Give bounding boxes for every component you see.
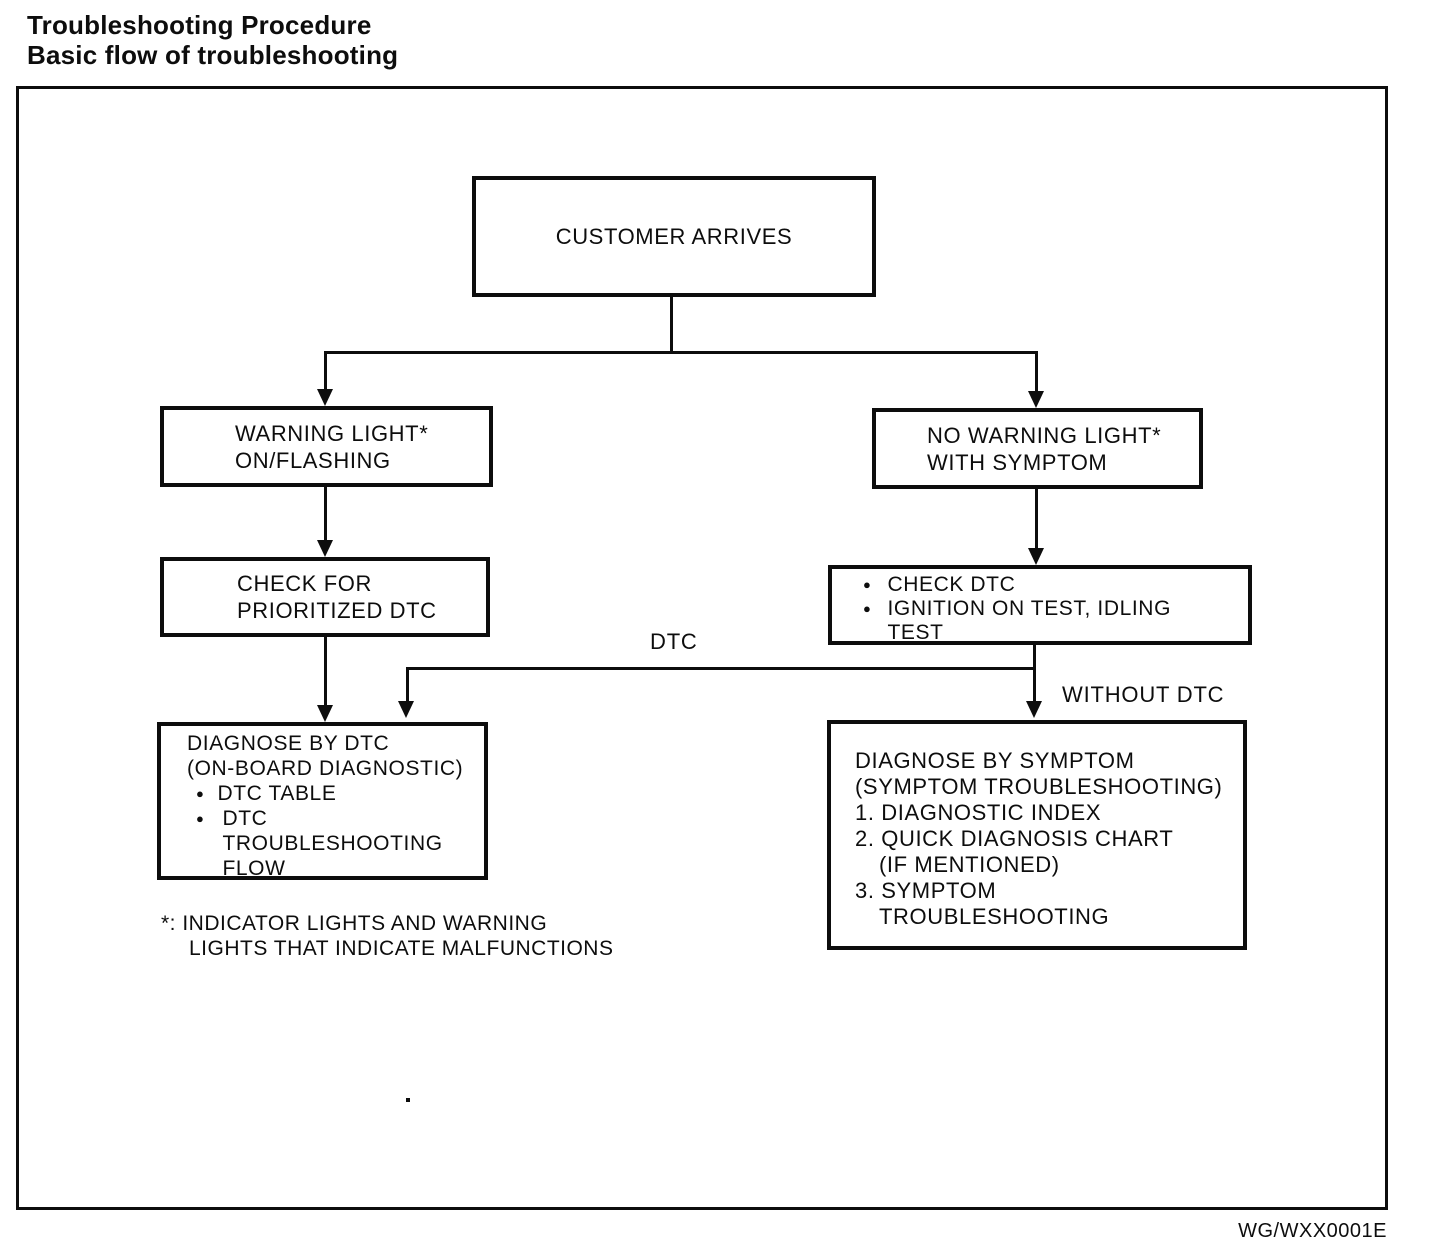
diagnose-symptom-item3-line1: 3. SYMPTOM <box>855 878 997 903</box>
footnote-line1: *: INDICATOR LIGHTS AND WARNING <box>161 912 548 935</box>
edge-split-horizontal <box>324 351 1038 354</box>
page-title: Troubleshooting Procedure Basic flow of … <box>27 10 398 70</box>
edge-nowarning-to-checkdtc <box>1035 489 1038 549</box>
node-no-warning-light-line2: WITH SYMPTOM <box>927 449 1108 475</box>
edge-check-to-diagnose-dtc <box>324 637 327 706</box>
diagnose-dtc-item2-line2: TROUBLESHOOTING <box>222 832 443 855</box>
diagnose-dtc-item2-line1: DTC <box>222 807 268 830</box>
diagnose-dtc-line1: DIAGNOSE BY DTC <box>187 732 390 755</box>
edge-label-without-dtc: WITHOUT DTC <box>1062 682 1225 707</box>
check-dtc-item2-line2: TEST <box>887 621 944 644</box>
footnote-line2: LIGHTS THAT INDICATE MALFUNCTIONS <box>189 937 614 960</box>
node-warning-light-line1: WARNING LIGHT* <box>235 420 429 446</box>
edge-dtc-branch-drop <box>406 667 409 702</box>
scan-artifact-dot <box>406 1098 410 1102</box>
edge-customer-stem <box>670 297 673 351</box>
page-title-line2: Basic flow of troubleshooting <box>27 40 399 70</box>
diagnose-symptom-item2-line1: 2. QUICK DIAGNOSIS CHART <box>855 826 1174 851</box>
diagnose-symptom-line2: (SYMPTOM TROUBLESHOOTING) <box>855 774 1223 799</box>
page-title-line1: Troubleshooting Procedure <box>27 10 372 40</box>
node-no-warning-light: NO WARNING LIGHT* WITH SYMPTOM <box>872 408 1203 489</box>
node-diagnose-by-symptom: DIAGNOSE BY SYMPTOM (SYMPTOM TROUBLESHOO… <box>827 720 1247 950</box>
edge-dtc-branch-horizontal <box>406 667 1035 670</box>
node-check-prioritized-line1: CHECK FOR <box>237 571 372 596</box>
arrowhead-dtc-branch-to-diagnose-dtc <box>398 701 414 718</box>
edge-split-right-drop <box>1035 351 1038 392</box>
node-diagnose-by-dtc: DIAGNOSE BY DTC (ON-BOARD DIAGNOSTIC) ● … <box>157 722 488 880</box>
node-no-warning-light-line1: NO WARNING LIGHT* <box>927 422 1162 448</box>
diagnose-symptom-item2-line2: (IF MENTIONED) <box>879 852 1060 877</box>
edge-split-left-drop <box>324 351 327 391</box>
arrowhead-to-diagnose-symptom <box>1026 701 1042 718</box>
footnote: *: INDICATOR LIGHTS AND WARNING LIGHTS T… <box>161 911 613 961</box>
node-check-prioritized-line2: PRIORITIZED DTC <box>237 598 437 623</box>
arrowhead-to-warning-light <box>317 389 333 406</box>
diagnose-symptom-line1: DIAGNOSE BY SYMPTOM <box>855 748 1135 773</box>
check-dtc-item2-line1: IGNITION ON TEST, IDLING <box>887 597 1171 620</box>
node-customer-arrives: CUSTOMER ARRIVES <box>472 176 876 297</box>
diagnose-symptom-item3-line2: TROUBLESHOOTING <box>879 904 1110 929</box>
arrowhead-to-check-dtc <box>1028 548 1044 565</box>
arrowhead-to-no-warning-light <box>1028 391 1044 408</box>
edge-warning-to-check <box>324 487 327 541</box>
diagnose-symptom-item1: 1. DIAGNOSTIC INDEX <box>855 800 1102 825</box>
edge-checkdtc-down <box>1033 645 1036 702</box>
edge-label-dtc: DTC <box>650 629 698 654</box>
diagnose-dtc-line2: (ON-BOARD DIAGNOSTIC) <box>187 757 464 780</box>
figure-code: WG/WXX0001E <box>1238 1220 1387 1242</box>
node-customer-arrives-label: CUSTOMER ARRIVES <box>555 224 793 249</box>
bullet-icon: ● <box>196 811 205 826</box>
node-warning-light-line2: ON/FLASHING <box>235 447 391 473</box>
node-check-dtc: ● CHECK DTC ● IGNITION ON TEST, IDLING T… <box>828 565 1252 645</box>
arrowhead-to-check-prioritized <box>317 540 333 557</box>
check-dtc-item1: CHECK DTC <box>887 573 1016 596</box>
diagram-frame <box>16 86 1388 1210</box>
arrowhead-to-diagnose-dtc <box>317 705 333 722</box>
bullet-icon: ● <box>196 786 205 801</box>
bullet-icon: ● <box>863 601 872 616</box>
node-check-prioritized-dtc: CHECK FOR PRIORITIZED DTC <box>160 557 490 637</box>
diagnose-dtc-item2-line3: FLOW <box>222 857 286 880</box>
diagnose-dtc-item1: DTC TABLE <box>217 782 337 805</box>
bullet-icon: ● <box>863 577 872 592</box>
node-warning-light: WARNING LIGHT* ON/FLASHING <box>160 406 493 487</box>
